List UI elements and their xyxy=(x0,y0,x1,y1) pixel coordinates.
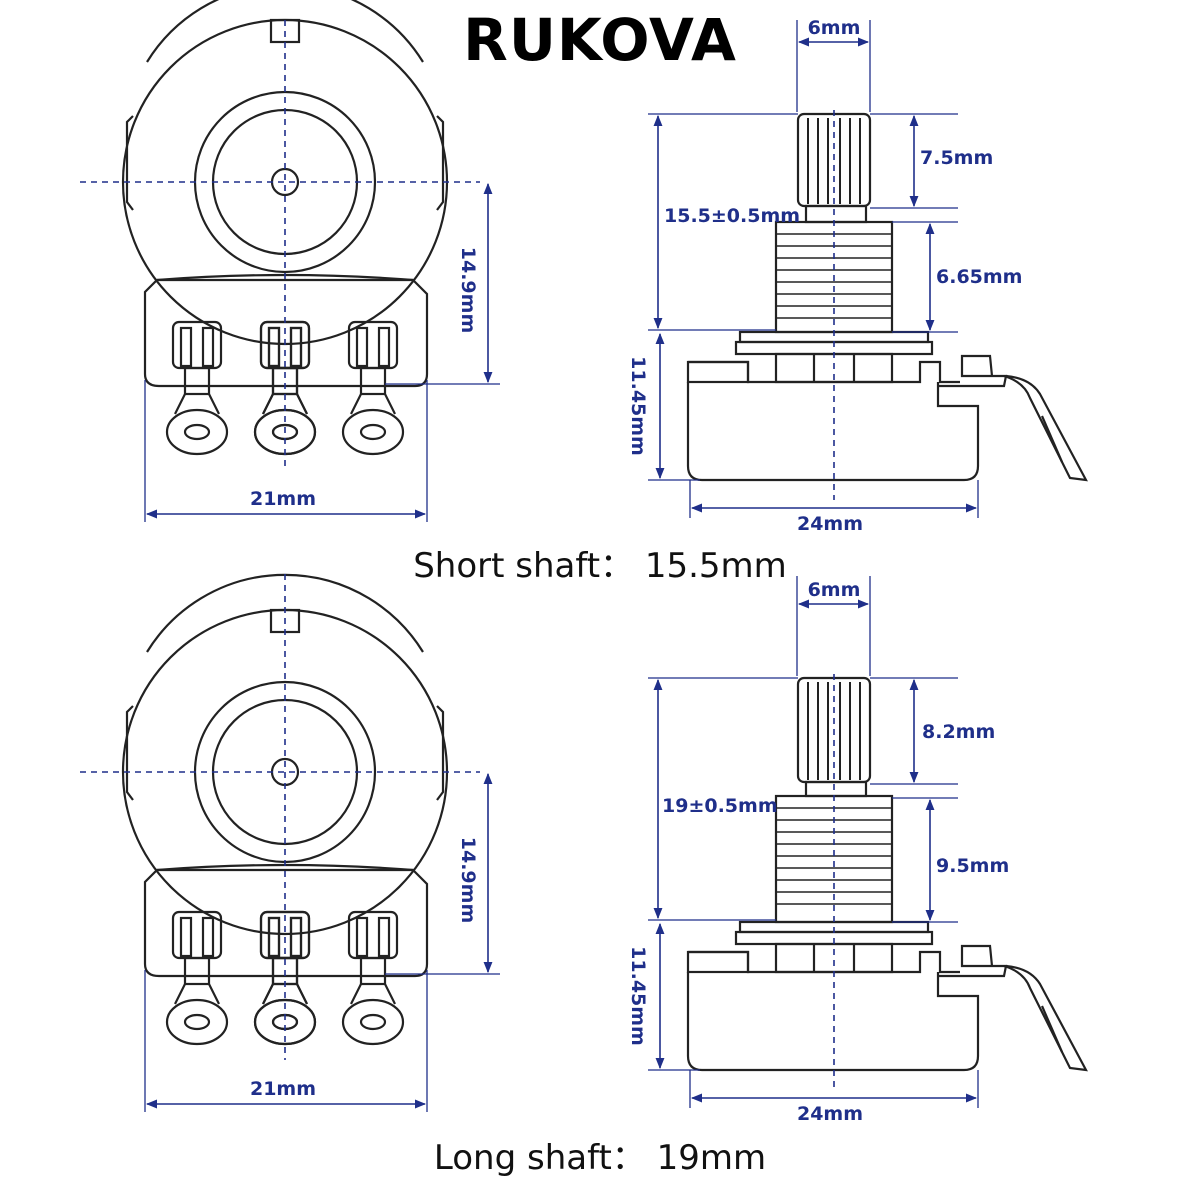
long-knurl-label: 8.2mm xyxy=(922,721,995,743)
long-thread-label: 9.5mm xyxy=(936,855,1009,877)
short-shaft-dia-label: 6mm xyxy=(808,17,861,39)
short-front-height-label: 14.9mm xyxy=(457,247,479,333)
short-body-height-label: 11.45mm xyxy=(627,356,649,456)
short-knurl-label: 7.5mm xyxy=(920,147,993,169)
long-shaft-dia-label: 6mm xyxy=(808,579,861,601)
short-front-width-label: 21mm xyxy=(250,488,316,510)
long-front-height-label: 14.9mm xyxy=(457,837,479,923)
long-front-width-label: 21mm xyxy=(250,1078,316,1100)
long-side-view xyxy=(686,676,1088,1072)
brand-title: RUKOVA xyxy=(463,6,737,74)
long-body-height-label: 11.45mm xyxy=(627,946,649,1046)
short-side-view xyxy=(686,112,1088,482)
short-body-width-label: 24mm xyxy=(797,513,863,535)
long-shaft-caption: Long shaft： 19mm xyxy=(433,1138,767,1178)
short-shaft-total-label: 15.5±0.5mm xyxy=(664,205,800,227)
short-shaft-caption: Short shaft： 15.5mm xyxy=(413,546,787,586)
short-thread-label: 6.65mm xyxy=(936,266,1022,288)
long-body-width-label: 24mm xyxy=(797,1103,863,1125)
long-shaft-total-label: 19±0.5mm xyxy=(662,795,778,817)
